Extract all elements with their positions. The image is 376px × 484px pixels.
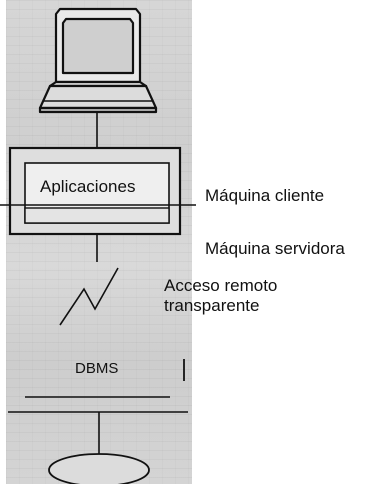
database-disk-icon	[48, 453, 150, 484]
applications-label: Aplicaciones	[40, 177, 136, 196]
server-machine-label: Máquina servidora	[205, 239, 345, 258]
network-link-icon	[59, 267, 119, 326]
client-machine-label: Máquina cliente	[205, 186, 325, 205]
client-machine-box	[8, 146, 182, 236]
computer-terminal-icon	[38, 7, 158, 114]
dbms-label: DBMS	[75, 360, 119, 377]
remote-access-label: Acceso remoto transparente	[164, 276, 278, 315]
